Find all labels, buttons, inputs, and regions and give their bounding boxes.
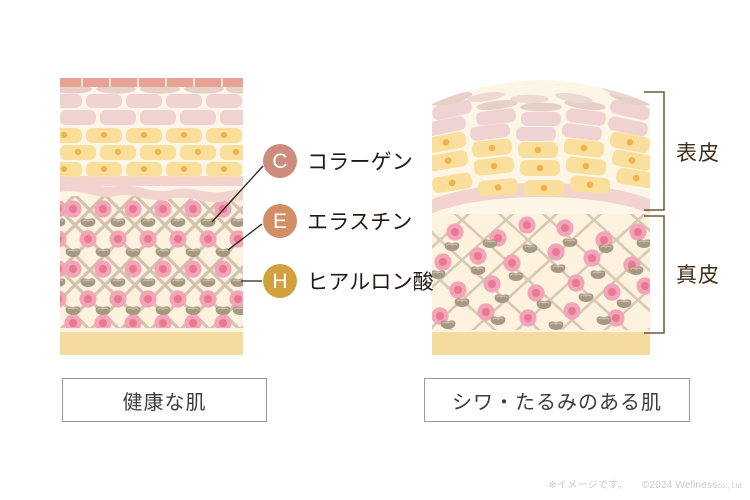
legend-item-elastin[interactable]: E エラスチン [263, 195, 493, 247]
right-skin-diagram [432, 80, 650, 355]
bracket-dermis [644, 215, 665, 334]
collagen-badge-icon: C [263, 144, 297, 178]
legend-label-elastin: エラスチン [307, 211, 413, 234]
leader-line-collagen [211, 165, 264, 223]
copyright-text: ©2024 Wellnessco., Ltd [642, 480, 742, 491]
left-skin-diagram [60, 78, 243, 355]
leader-lines [211, 165, 264, 282]
stratum-corneum-left [60, 78, 243, 87]
copyright-main: ©2024 Wellness [641, 480, 718, 491]
legend: C コラーゲン E エラスチン H ヒアルロン酸 [263, 135, 493, 315]
granular-layer-left [60, 128, 243, 177]
spinous-layer-right [432, 99, 650, 141]
layer-brackets [644, 91, 665, 334]
caption-wrinkled-skin: シワ・たるみのある肌 [424, 378, 690, 422]
legend-item-collagen[interactable]: C コラーゲン [263, 135, 493, 187]
legend-item-hyaluronic-acid[interactable]: H ヒアルロン酸 [263, 255, 493, 307]
hyaluronic-acid-badge-icon: H [263, 264, 297, 298]
caption-healthy-skin: 健康な肌 [62, 378, 267, 422]
footer: ※イメージです。 ©2024 Wellnessco., Ltd [548, 476, 742, 491]
legend-label-collagen: コラーゲン [307, 151, 413, 174]
bracket-label-dermis: 真皮 [676, 264, 720, 287]
bracket-label-epidermis: 表皮 [676, 142, 720, 165]
leader-line-elastin [227, 223, 263, 251]
spinous-layer-left [60, 94, 243, 125]
granular-layer-right [432, 131, 650, 197]
bracket-epidermis [644, 91, 665, 211]
elastin-badge-icon: E [263, 204, 297, 238]
copyright-suffix: co., Ltd [717, 483, 742, 490]
legend-label-hyaluronic-acid: ヒアルロン酸 [307, 271, 434, 294]
footnote-text: ※イメージです。 [548, 480, 628, 491]
